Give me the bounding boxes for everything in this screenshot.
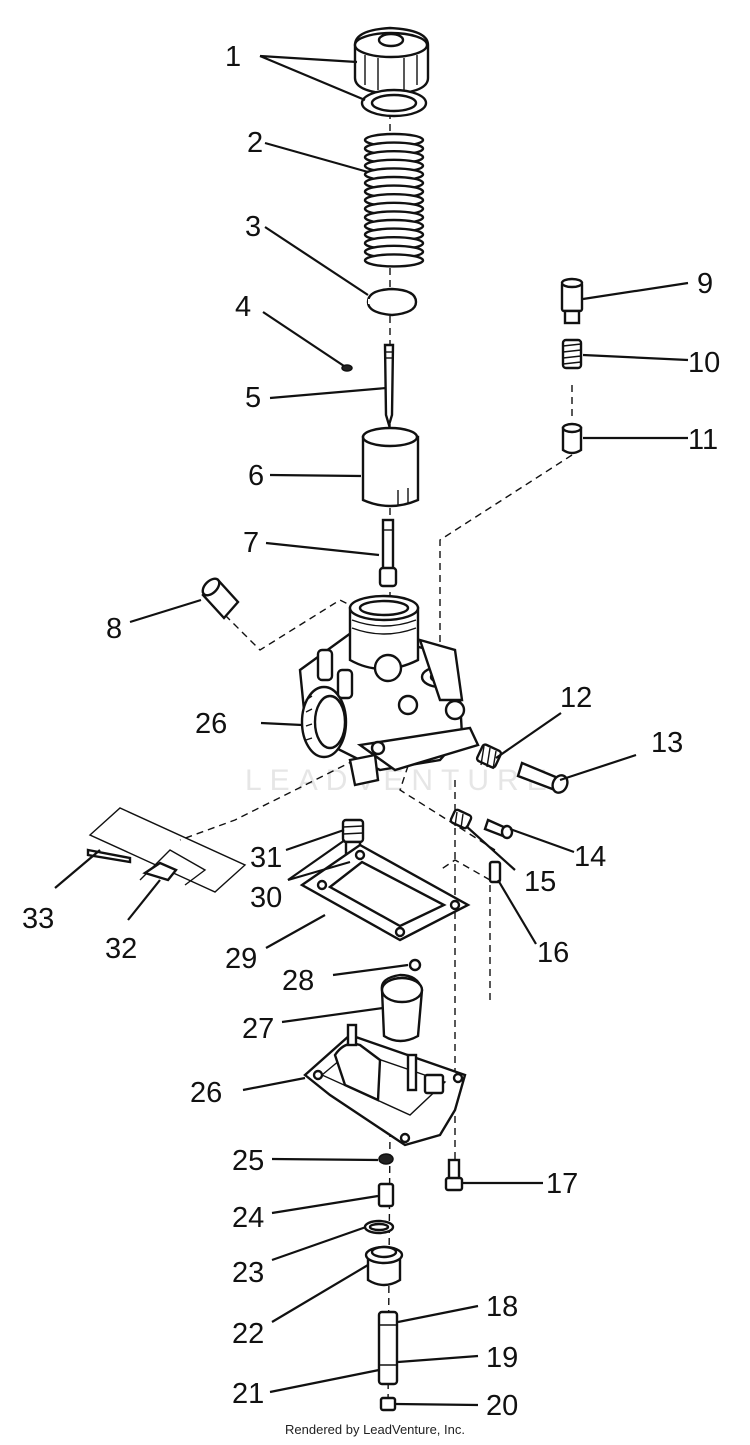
part-cap: [353, 26, 430, 96]
callout-20: 20: [486, 1390, 518, 1422]
callout-5: 5: [245, 382, 261, 414]
callout-30: 30: [250, 882, 282, 914]
callout-19: 19: [486, 1342, 518, 1374]
callout-26-bowl: 26: [190, 1077, 222, 1109]
callout-31: 31: [250, 842, 282, 874]
part-throttle-valve: [361, 426, 420, 508]
callout-7: 7: [243, 527, 259, 559]
callout-23: 23: [232, 1257, 264, 1289]
part-needle-jet: [378, 518, 398, 588]
callout-14: 14: [574, 841, 606, 873]
part-drain-plug: [364, 1245, 404, 1287]
callout-labels: 1 2 3 4 5 6 7 8 9 10 11 12 13 14 15 16 1…: [22, 41, 720, 1422]
callout-16: 16: [537, 937, 569, 969]
part-main-jet: [377, 1182, 395, 1208]
part-idle-spring: [475, 743, 503, 770]
part-pilot-screw: [483, 818, 514, 840]
part-float-pin: [86, 848, 132, 864]
part-float-pin-small: [408, 958, 422, 972]
callout-18: 18: [486, 1291, 518, 1323]
part-o-ring: [363, 1219, 395, 1235]
part-retainer-plate: [366, 287, 418, 317]
part-bowl-screw: [444, 1158, 464, 1192]
part-jet-tube: [377, 1310, 399, 1386]
leader-lines: [54, 54, 689, 1407]
callout-27: 27: [242, 1013, 274, 1045]
part-pilot-spring: [449, 808, 473, 830]
callout-22: 22: [232, 1318, 264, 1350]
callout-3: 3: [245, 211, 261, 243]
callout-6: 6: [248, 460, 264, 492]
part-rubber-cap: [201, 577, 240, 620]
callout-29: 29: [225, 943, 257, 975]
callout-13: 13: [651, 727, 683, 759]
callout-1: 1: [225, 41, 241, 73]
part-pilot-jet: [488, 860, 502, 884]
part-float-bowl: [303, 1023, 467, 1147]
part-spring: [363, 132, 425, 268]
callout-15: 15: [524, 866, 556, 898]
callout-4: 4: [235, 291, 251, 323]
callout-8: 8: [106, 613, 122, 645]
callout-21: 21: [232, 1378, 264, 1410]
part-float-bowl-gasket: [299, 843, 471, 942]
callout-11: 11: [688, 424, 718, 456]
callout-10: 10: [688, 347, 720, 379]
callout-24: 24: [232, 1202, 264, 1234]
spring-coil: [363, 253, 425, 268]
part-small-spring: [561, 338, 583, 370]
part-jet-needle: [383, 343, 395, 430]
callout-12: 12: [560, 682, 592, 714]
part-washer: [360, 88, 428, 118]
part-plunger: [561, 422, 583, 455]
callout-28: 28: [282, 965, 314, 997]
callout-25: 25: [232, 1145, 264, 1177]
callout-33: 33: [22, 903, 54, 935]
callout-32: 32: [105, 933, 137, 965]
callout-26-body: 26: [195, 708, 227, 740]
part-jet-tip: [379, 1396, 397, 1412]
part-clip: [341, 364, 353, 372]
part-carburetor-body: [298, 594, 480, 787]
part-float-arm: [88, 807, 247, 893]
part-o-ring-small: [378, 1153, 394, 1165]
callout-2: 2: [247, 127, 263, 159]
callout-9: 9: [697, 268, 713, 300]
callout-17: 17: [546, 1168, 578, 1200]
footer-credit: Rendered by LeadVenture, Inc.: [285, 1422, 465, 1437]
part-float: [380, 973, 424, 1043]
part-adjuster-screw: [560, 277, 584, 325]
